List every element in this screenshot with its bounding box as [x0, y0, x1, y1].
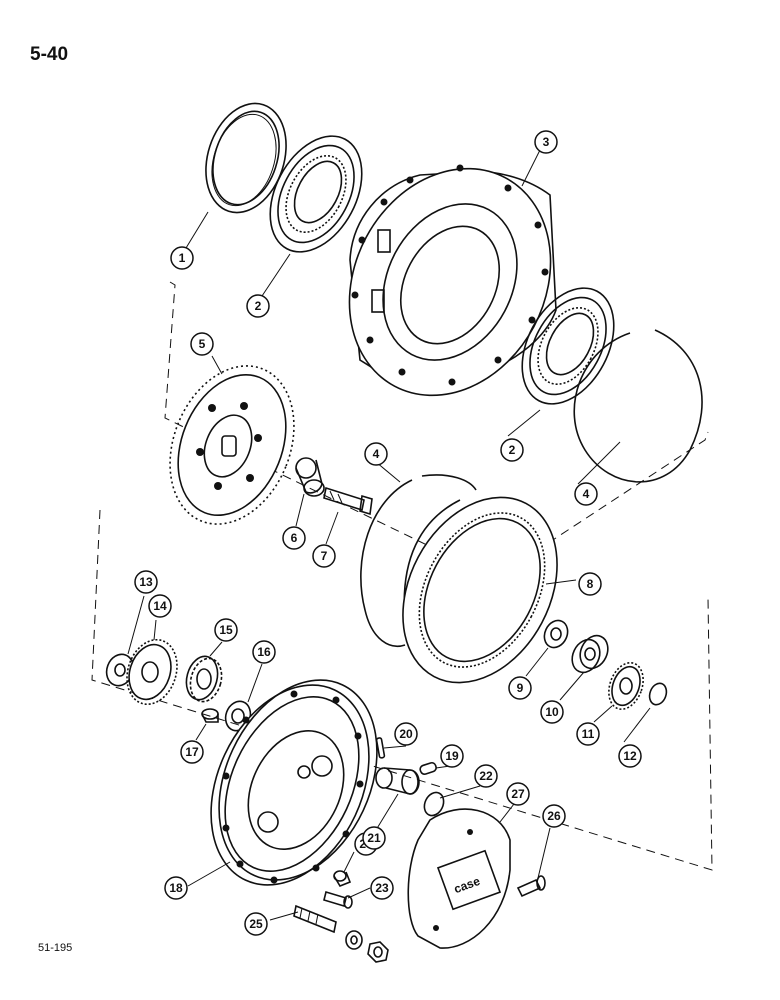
part-20-roll-pin — [375, 737, 386, 759]
callout-2-upper: 2 — [246, 294, 270, 318]
callout-7: 7 — [312, 544, 336, 568]
callout-10: 10 — [540, 700, 564, 724]
part-21-shaft — [375, 767, 420, 795]
part-4-snap-ring-left — [360, 474, 477, 647]
callout-14: 14 — [148, 594, 172, 618]
callout-19: 19 — [440, 744, 464, 768]
callout-12: 12 — [618, 744, 642, 768]
part-9-thrust-washer — [543, 619, 569, 649]
part-15-needle-bearing — [185, 655, 223, 703]
callout-27: 27 — [506, 782, 530, 806]
part-23-screw — [323, 890, 353, 909]
part-3-hub — [348, 164, 557, 397]
part-5-gear — [169, 365, 295, 525]
svg-text:6: 6 — [291, 531, 298, 545]
callout-6: 6 — [282, 526, 306, 550]
part-8-ring-gear — [402, 496, 558, 684]
part-6-bushing — [295, 457, 325, 497]
callout-15: 15 — [214, 618, 238, 642]
svg-text:5: 5 — [199, 337, 206, 351]
callout-1: 1 — [170, 246, 194, 270]
svg-text:18: 18 — [169, 881, 183, 895]
svg-text:1: 1 — [179, 251, 186, 265]
svg-text:2: 2 — [509, 443, 516, 457]
part-19-dowel — [419, 761, 437, 775]
part-11-sun-gear — [608, 661, 644, 711]
svg-text:3: 3 — [543, 135, 550, 149]
part-26-screw — [516, 875, 546, 898]
svg-text:20: 20 — [399, 727, 413, 741]
svg-text:19: 19 — [445, 749, 459, 763]
part-2-bearing-lower — [521, 287, 615, 405]
part-10-spacer — [571, 634, 609, 674]
svg-text:26: 26 — [547, 809, 561, 823]
part-12-snap-ring — [648, 682, 668, 706]
svg-text:22: 22 — [479, 769, 493, 783]
part-7-bolt — [323, 486, 373, 516]
callout-26: 26 — [542, 804, 566, 828]
callout-20: 20 — [394, 722, 418, 746]
part-17-plug — [201, 708, 219, 723]
part-14-planet-gear — [126, 638, 178, 706]
svg-text:9: 9 — [517, 681, 524, 695]
svg-text:12: 12 — [623, 749, 637, 763]
svg-text:25: 25 — [249, 917, 263, 931]
part-24-plug — [333, 870, 352, 887]
callout-8: 8 — [578, 572, 602, 596]
callout-11: 11 — [576, 722, 600, 746]
svg-text:4: 4 — [373, 447, 380, 461]
svg-text:11: 11 — [582, 727, 595, 741]
part-18-planet-carrier — [210, 679, 378, 886]
callout-21-circle: 21 — [362, 826, 386, 850]
assembly-boundary-upper — [164, 281, 709, 579]
svg-text:2: 2 — [255, 299, 262, 313]
callout-22: 22 — [474, 764, 498, 788]
svg-text:10: 10 — [545, 705, 559, 719]
svg-text:23: 23 — [375, 881, 389, 895]
part-2-bearing-upper — [269, 135, 363, 253]
svg-text:17: 17 — [185, 745, 199, 759]
part-1-seal — [205, 102, 287, 214]
svg-text:16: 16 — [257, 645, 271, 659]
svg-text:15: 15 — [219, 623, 233, 637]
part-22-o-ring — [423, 791, 445, 817]
callout-4-left: 4 — [364, 442, 388, 466]
svg-text:4: 4 — [583, 487, 590, 501]
page-number: 5-40 — [30, 44, 69, 65]
part-4-snap-ring-right — [573, 329, 703, 483]
callout-5: 5 — [190, 332, 214, 356]
svg-text:21: 21 — [367, 831, 381, 845]
callout-23: 23 — [370, 876, 394, 900]
svg-text:14: 14 — [153, 599, 167, 613]
part-27-cover-plate: case — [407, 808, 511, 949]
svg-text:13: 13 — [139, 575, 153, 589]
callout-2-lower: 2 — [500, 438, 524, 462]
callout-17: 17 — [180, 740, 204, 764]
callout-25: 25 — [244, 912, 268, 936]
svg-text:7: 7 — [321, 549, 328, 563]
part-25-stud-assembly — [293, 904, 389, 963]
callout-4-right: 4 — [574, 482, 598, 506]
callout-18: 18 — [164, 876, 188, 900]
callout-9: 9 — [508, 676, 532, 700]
figure-code: 51-195 — [38, 942, 73, 954]
callout-13: 13 — [134, 570, 158, 594]
svg-text:8: 8 — [587, 577, 594, 591]
callout-16: 16 — [252, 640, 276, 664]
svg-text:27: 27 — [511, 787, 525, 801]
callout-3: 3 — [534, 130, 558, 154]
